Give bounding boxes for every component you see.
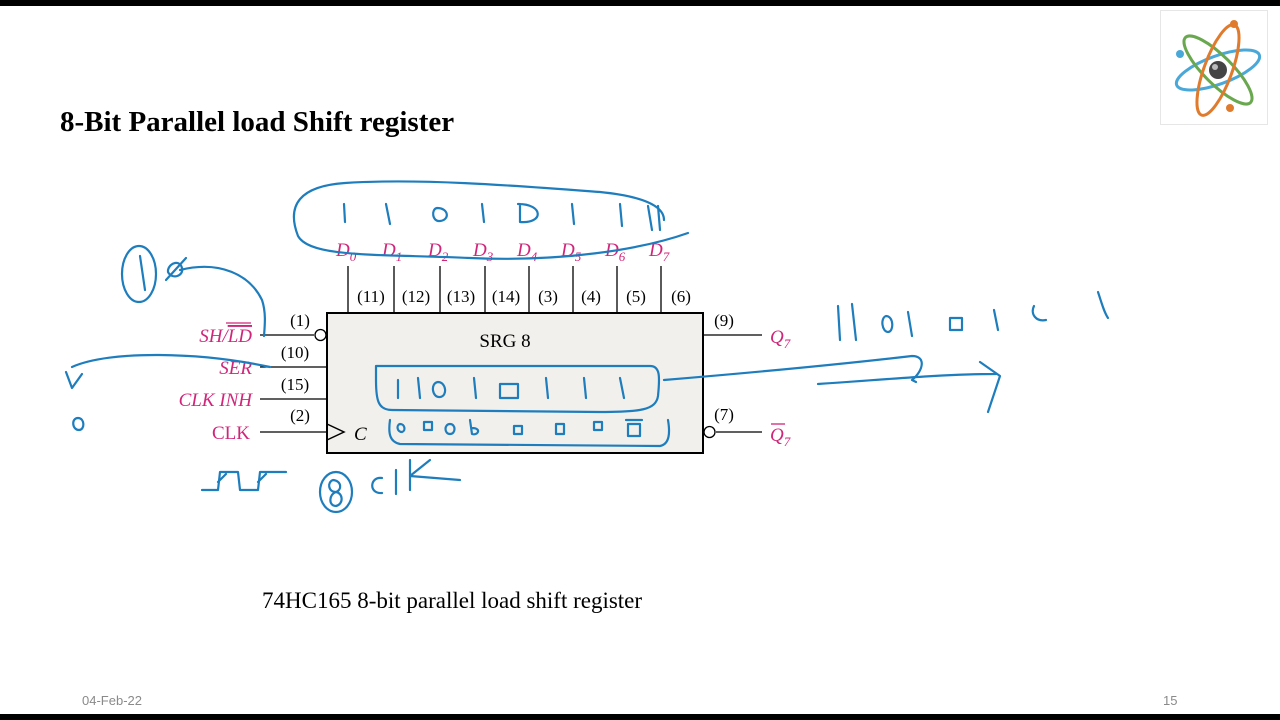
- pin-d7: (6): [671, 287, 691, 306]
- chip-name: SRG 8: [479, 331, 530, 352]
- d7-label: D7: [648, 240, 670, 264]
- clk-label: CLK: [212, 423, 250, 444]
- q7-bar-label: Q7: [770, 425, 791, 449]
- ser-label: SER: [219, 358, 252, 379]
- pin-clk: (2): [290, 406, 310, 425]
- sh-ld-label: SH/LD: [199, 326, 252, 347]
- d0-label: D0: [335, 240, 357, 264]
- pin-q7-bar: (7): [714, 405, 734, 424]
- figure-caption: 74HC165 8-bit parallel load shift regist…: [262, 588, 643, 613]
- atom-logo: [1160, 10, 1268, 125]
- handwritten-annotations: [64, 180, 1110, 514]
- pin-q7: (9): [714, 311, 734, 330]
- sh-ld-inversion-bubble: [314, 328, 327, 342]
- pin-d1: (12): [402, 287, 430, 306]
- clock-triangle: [326, 423, 346, 441]
- shift-register-diagram: SRG 8 C D0 D1 D2 D3 D4 D5 D6 D7 (11) (12…: [64, 180, 1110, 514]
- d2-label: D2: [427, 240, 449, 264]
- d4-label: D4: [516, 240, 538, 264]
- d5-label: D5: [560, 240, 582, 264]
- pin-d2: (13): [447, 287, 475, 306]
- loaded-bits-box: [374, 364, 661, 414]
- q7-label: Q7: [770, 327, 791, 351]
- data-input-lines: [347, 266, 662, 313]
- d1-label: D1: [381, 240, 402, 264]
- bits-loop-annotation: [292, 180, 690, 260]
- pin-d4: (3): [538, 287, 558, 306]
- pin-sh-ld: (1): [290, 311, 310, 330]
- pin-ser: (10): [281, 343, 309, 362]
- q7-inversion-bubble: [703, 425, 716, 439]
- left-input-lines: [260, 334, 327, 433]
- page-number: 15: [1163, 693, 1178, 708]
- footer-date: 04-Feb-22: [82, 693, 142, 708]
- slide: 8-Bit Parallel load Shift register 74HC1…: [0, 6, 1280, 714]
- pin-d0: (11): [357, 287, 385, 306]
- pin-d3: (14): [492, 287, 520, 306]
- pin-clk-inh: (15): [281, 375, 309, 394]
- clock-symbol: C: [354, 424, 367, 445]
- pin-d6: (5): [626, 287, 646, 306]
- clk-inh-label: CLK INH: [179, 390, 254, 411]
- slide-title: 8-Bit Parallel load Shift register: [60, 106, 455, 138]
- pin-d5: (4): [581, 287, 601, 306]
- d3-label: D3: [472, 240, 494, 264]
